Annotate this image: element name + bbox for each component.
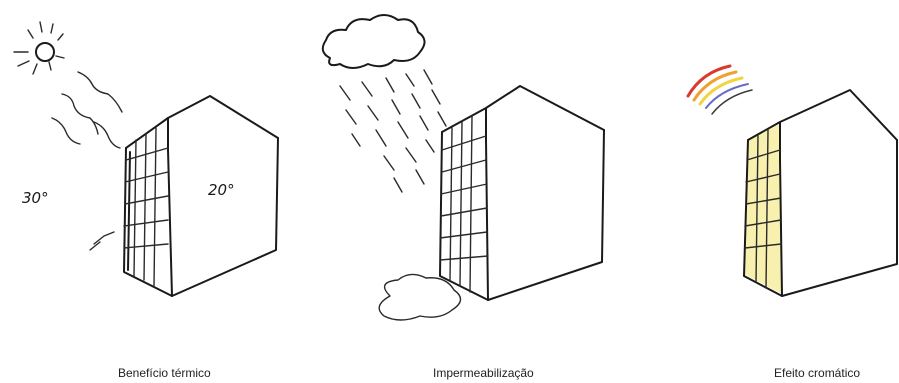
sun-icon [13,21,65,75]
air-flow-arrow [89,231,115,251]
rain-streaks [339,69,447,193]
rainbow-icon [686,64,753,115]
facade-grid-thermal [123,127,169,287]
caption-chromatic-effect: Efeito cromático [774,366,861,380]
facade-grid-waterproofing [439,115,489,293]
sun-rays-waves [51,71,123,149]
house-thermal [123,95,279,297]
cloud-icon [321,14,426,69]
panel-chromatic [686,64,898,297]
house-waterproofing [439,85,605,301]
temp-inside: 20° [208,181,235,199]
panel-waterproofing [321,14,605,321]
facade-grid-chromatic [744,129,782,289]
water-puddle [378,273,462,321]
caption-thermal-benefit: Benefício térmico [118,366,211,380]
house-chromatic [743,89,898,297]
temp-outside: 30° [22,189,49,207]
yellow-facade-fill [744,124,782,294]
panel-thermal: 30° 20° [13,21,279,297]
caption-waterproofing: Impermeabilização [433,366,534,380]
